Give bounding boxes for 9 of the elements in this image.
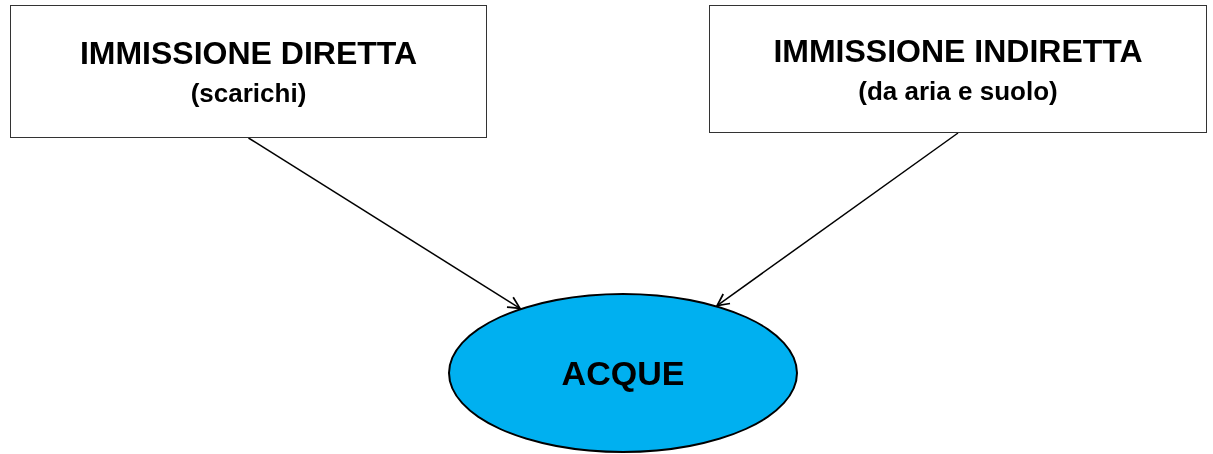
- box-subtitle: (da aria e suolo): [858, 74, 1058, 108]
- node-label: ACQUE: [561, 352, 685, 394]
- box-heading: IMMISSIONE DIRETTA: [79, 34, 418, 74]
- box-heading: IMMISSIONE INDIRETTA: [773, 31, 1143, 71]
- arrow: [716, 132, 959, 307]
- arrow: [247, 137, 521, 310]
- process-box: [709, 5, 1207, 133]
- box-subtitle: (scarichi): [190, 77, 307, 110]
- process-box: [10, 5, 487, 138]
